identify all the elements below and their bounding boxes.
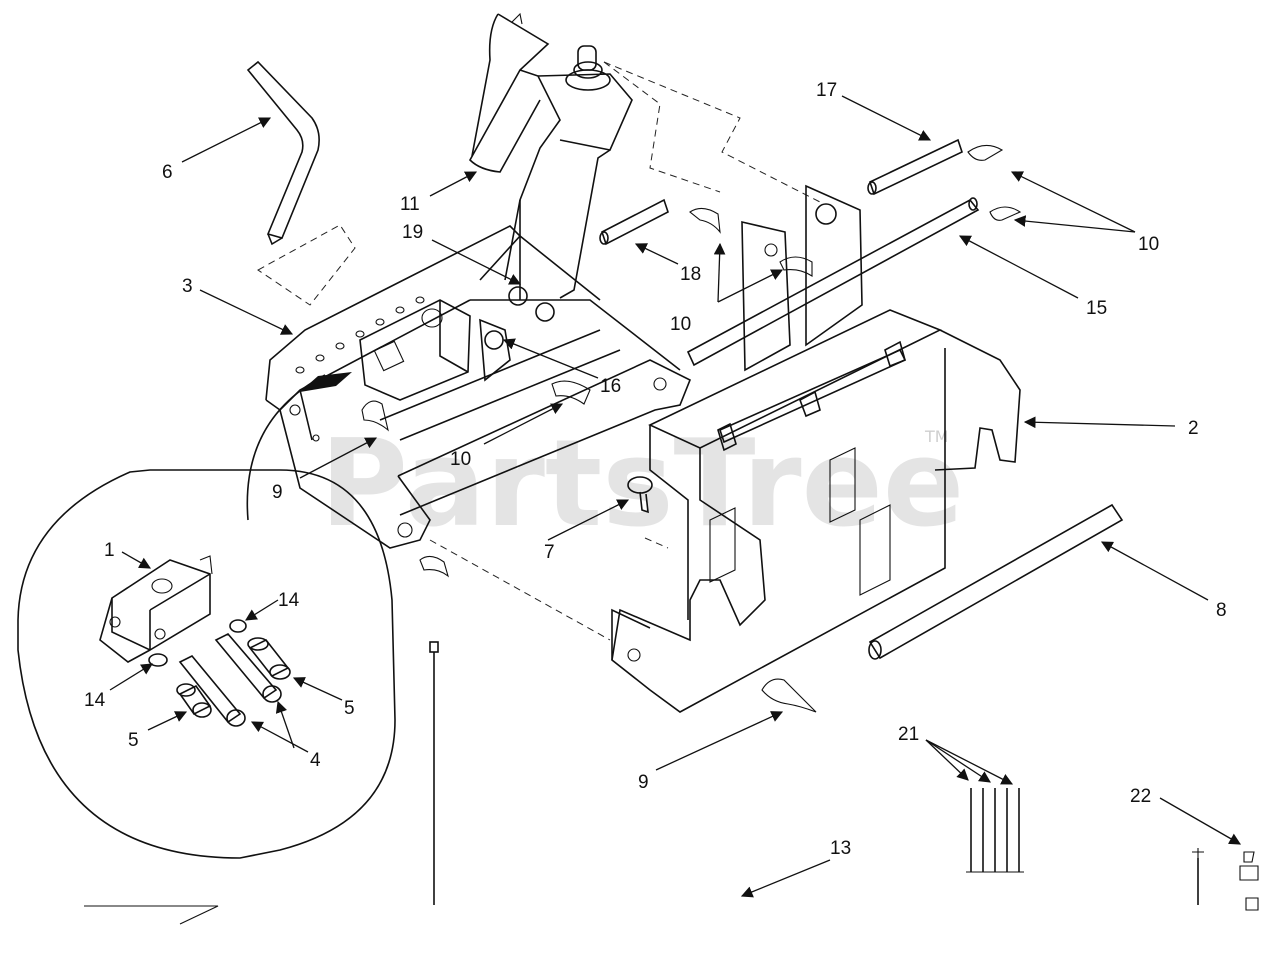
part-10-hairpin-c	[689, 207, 721, 234]
inset-pointer-arrow	[300, 372, 352, 392]
part-10-hairpin-d	[779, 256, 813, 278]
part-13-cable-tie	[429, 641, 439, 905]
callout-22: 22	[1130, 786, 1151, 807]
centerline-pin6	[257, 224, 356, 306]
centerline-pin7	[644, 537, 669, 549]
watermark-text: PartsTree	[320, 415, 964, 554]
callout-9-upper: 9	[272, 482, 283, 503]
part-10-hairpin-e	[551, 380, 591, 405]
callout-13: 13	[830, 838, 851, 859]
callout-10-left: 10	[450, 449, 471, 470]
part-22-fittings	[1192, 848, 1259, 911]
part-21-bolts	[966, 788, 1024, 873]
watermark-trademark: TM	[924, 427, 949, 446]
part-8-rod	[868, 503, 1124, 660]
leader-lines	[109, 95, 1242, 898]
part-10-hairpin-b	[989, 206, 1022, 221]
callout-14-upper: 14	[278, 590, 300, 611]
hairpin-lower-left	[419, 555, 450, 578]
callout-15: 15	[1086, 298, 1107, 319]
callout-18: 18	[680, 264, 701, 285]
callout-21: 21	[898, 724, 919, 745]
callout-4: 4	[310, 750, 321, 771]
callout-numbers: 6 11 19 3 17 10 15 18 10 16 10 9 2 7 8 9…	[84, 80, 1227, 859]
callout-16: 16	[600, 376, 621, 397]
centerline-bottom	[429, 539, 611, 641]
part-7-clevis-pin	[627, 476, 653, 514]
callout-3: 3	[182, 276, 193, 297]
callout-11: 11	[400, 194, 420, 215]
callout-7: 7	[544, 542, 555, 563]
callout-5-right: 5	[344, 698, 355, 719]
rod-through-plate	[717, 340, 907, 452]
callout-14-lower: 14	[84, 690, 106, 711]
part-6-l-pin	[246, 60, 320, 246]
callout-5-left: 5	[128, 730, 139, 751]
part-2-main-bracket	[611, 184, 1021, 713]
callout-6: 6	[162, 162, 173, 183]
callout-2: 2	[1188, 418, 1199, 439]
part-11-actuator	[469, 12, 633, 300]
part-10-hairpin-a	[967, 144, 1004, 161]
centerline-top	[603, 61, 821, 203]
inset-detail	[17, 374, 396, 859]
part-9-hairpin-b	[761, 678, 817, 713]
callout-10-right: 10	[1138, 234, 1159, 255]
callout-9-lower: 9	[638, 772, 649, 793]
part-15-rod	[686, 197, 980, 367]
callout-10-middle: 10	[670, 314, 691, 335]
callout-8: 8	[1216, 600, 1227, 621]
part-18-pin	[599, 198, 669, 246]
part-9-hairpin-a	[361, 400, 389, 432]
callout-19: 19	[402, 222, 423, 243]
centerline-actuator	[603, 61, 721, 193]
part-17-pin	[867, 138, 963, 196]
callout-17: 17	[816, 80, 837, 101]
callout-1: 1	[104, 540, 115, 561]
ground-line	[84, 905, 219, 925]
